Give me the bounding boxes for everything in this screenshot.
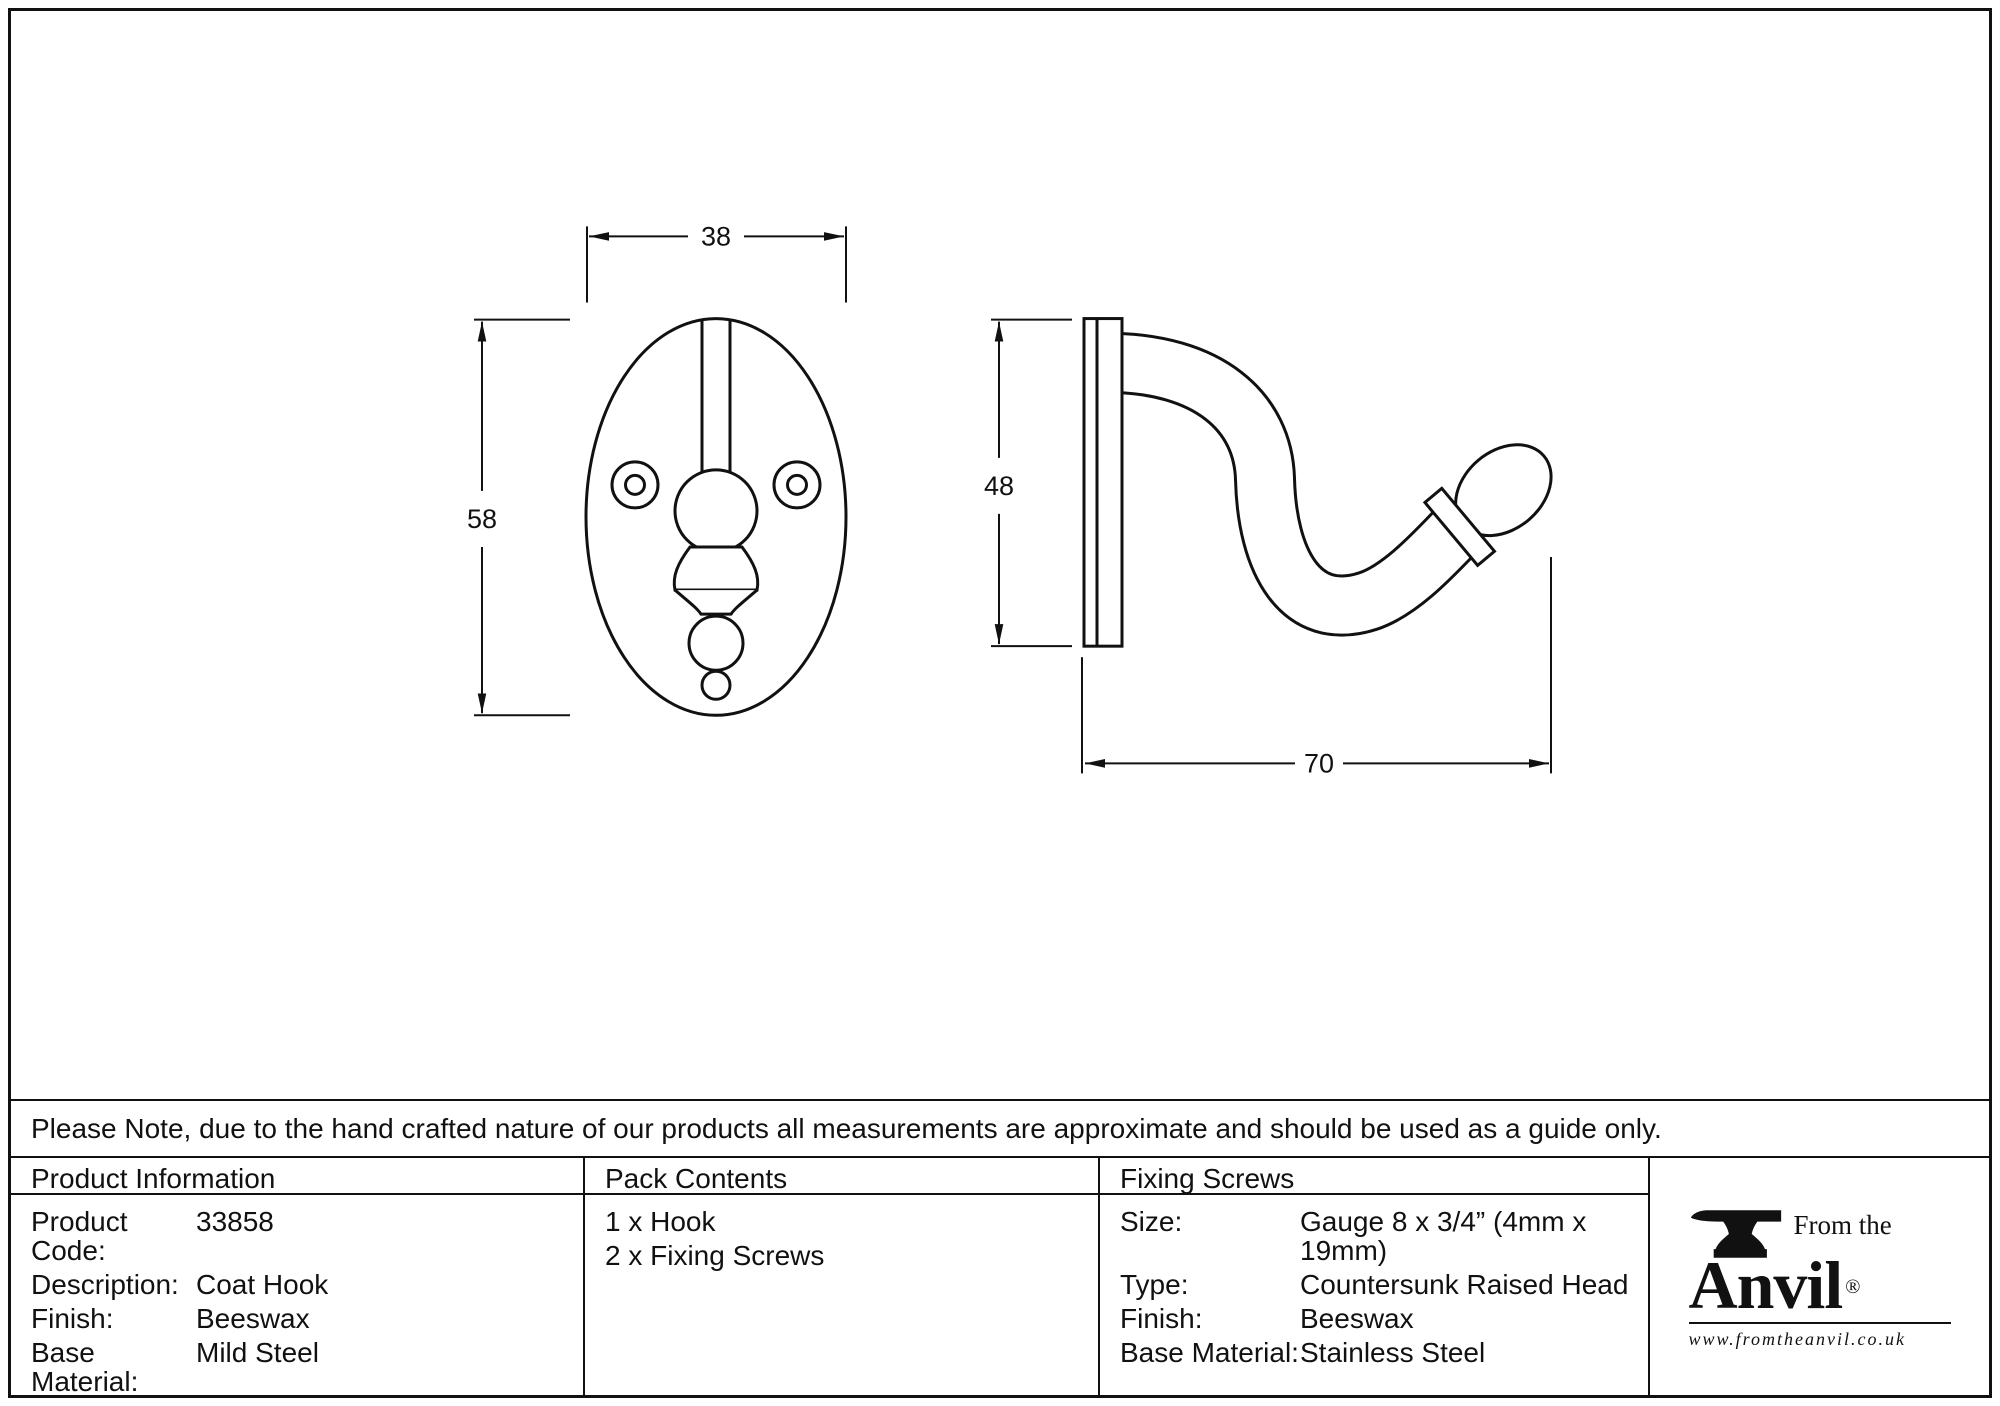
row-value: Coat Hook xyxy=(196,1269,329,1300)
row-label: Product Code: xyxy=(31,1206,128,1266)
acorn-finial xyxy=(1422,443,1553,568)
row-value: Gauge 8 x 3/4” (4mm x 19mm) xyxy=(1300,1206,1587,1266)
logo-top: From the xyxy=(1689,1204,1951,1262)
table-row: Base Material: Stainless Steel xyxy=(1120,1338,1648,1367)
table-row: Type: Countersunk Raised Head xyxy=(1120,1270,1648,1299)
dim-side-height xyxy=(991,318,1072,648)
logo-anvil-wordmark: Anvil ® xyxy=(1688,1246,1951,1323)
dim-label-height-58: 58 xyxy=(467,504,497,534)
dim-side-depth xyxy=(1081,557,1552,774)
hook-finial-front xyxy=(672,468,760,701)
table-row: Size: Gauge 8 x 3/4” (4mm x 19mm) xyxy=(1120,1207,1648,1265)
spec-sheet: 38 58 48 70 Please Note, due to the hand… xyxy=(8,8,1992,1398)
fixing-screws-body: Size: Gauge 8 x 3/4” (4mm x 19mm) Type: … xyxy=(1098,1195,1648,1395)
screw-hole-right xyxy=(772,460,822,510)
dim-label-depth-70: 70 xyxy=(1304,748,1334,778)
row-value: 33858 xyxy=(196,1206,274,1237)
table-row: Finish: Beeswax xyxy=(31,1304,583,1333)
hook-shaft-front xyxy=(700,320,732,479)
row-value: Mild Steel xyxy=(196,1337,319,1368)
row-value: Beeswax xyxy=(196,1303,310,1334)
table-row: Base Material: Mild Steel xyxy=(31,1338,583,1396)
anvil-icon xyxy=(1689,1204,1784,1262)
dim-front-height xyxy=(474,318,570,717)
row-label: Base Material: xyxy=(1120,1337,1299,1368)
note-text: Please Note, due to the hand crafted nat… xyxy=(31,1112,1662,1144)
row-label: Base Material: xyxy=(31,1337,139,1397)
backplate-side xyxy=(1082,317,1124,648)
front-view xyxy=(584,317,848,717)
spec-table: Product Information Pack Contents Fixing… xyxy=(11,1156,1989,1396)
drawing-canvas: 38 58 48 70 xyxy=(467,221,1553,778)
logo-rule xyxy=(1688,1321,1951,1324)
table-row: Description: Coat Hook xyxy=(31,1270,583,1299)
row-label: Finish: xyxy=(1120,1303,1203,1334)
dim-front-width xyxy=(586,226,847,303)
from-the-anvil-logo: From the Anvil ® www.fromtheanvil.co.uk xyxy=(1688,1204,1951,1350)
header-fixing-screws: Fixing Screws xyxy=(1098,1158,1648,1195)
dimension-lines xyxy=(474,226,1552,774)
dim-label-height-48: 48 xyxy=(984,471,1014,501)
row-value: Beeswax xyxy=(1300,1303,1414,1334)
row-label: Size: xyxy=(1120,1206,1183,1237)
header-product-information: Product Information xyxy=(11,1158,583,1195)
logo-website: www.fromtheanvil.co.uk xyxy=(1688,1328,1906,1349)
row-label: Type: xyxy=(1120,1269,1189,1300)
logo-from-the: From the xyxy=(1793,1209,1892,1240)
logo-cell: From the Anvil ® www.fromtheanvil.co.uk xyxy=(1648,1158,1989,1395)
dimension-labels: 38 58 48 70 xyxy=(467,221,1334,778)
row-value: Stainless Steel xyxy=(1300,1337,1486,1368)
note-bar: Please Note, due to the hand crafted nat… xyxy=(11,1099,1989,1156)
side-view xyxy=(1082,317,1553,648)
table-row: Finish: Beeswax xyxy=(1120,1304,1648,1333)
registered-mark: ® xyxy=(1845,1275,1860,1298)
hook-arm-inner xyxy=(1104,334,1482,634)
pack-item: 2 x Fixing Screws xyxy=(605,1240,825,1271)
row-label: Description: xyxy=(31,1269,179,1300)
technical-drawing: 38 58 48 70 xyxy=(11,11,1989,1099)
row-label: Finish: xyxy=(31,1303,114,1334)
dim-label-width-38: 38 xyxy=(701,221,731,251)
table-row: Product Code: 33858 xyxy=(31,1207,583,1265)
screw-hole-left xyxy=(610,460,660,510)
row-value: Countersunk Raised Head xyxy=(1300,1269,1629,1300)
pack-item: 1 x Hook xyxy=(605,1206,716,1237)
product-information-body: Product Code: 33858 Description: Coat Ho… xyxy=(11,1195,583,1396)
header-pack-contents: Pack Contents xyxy=(583,1158,1098,1195)
logo-anvil-text: Anvil xyxy=(1688,1246,1844,1323)
pack-contents-body: 1 x Hook 2 x Fixing Screws xyxy=(583,1195,1098,1395)
